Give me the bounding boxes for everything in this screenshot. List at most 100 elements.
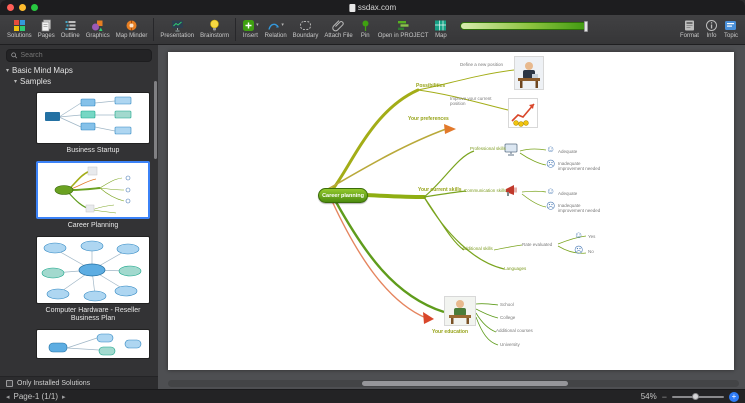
canvas-horizontal-scrollbar[interactable]: [168, 380, 739, 387]
mindmap-node-possibilities[interactable]: Possibilities: [416, 83, 446, 89]
mindmap-node-adequate-communication[interactable]: Adequate: [558, 191, 578, 196]
toolbar-separator: [235, 18, 237, 41]
thumbnail-computer-hardware[interactable]: Computer Hardware - Reseller Business Pl…: [36, 235, 150, 325]
search-input[interactable]: [20, 52, 147, 59]
toolbar-map-minder[interactable]: Map Minder: [113, 17, 151, 40]
mindmap-node-college[interactable]: College: [500, 315, 516, 320]
toolbar-label: Solutions: [7, 33, 32, 39]
minimize-window-button[interactable]: [19, 4, 26, 11]
toolbar-map[interactable]: Map: [431, 17, 450, 40]
solutions-sidebar: ▾ Basic Mind Maps ▾ Samples: [0, 45, 158, 389]
mindmap-node-your-education[interactable]: Your education: [432, 329, 469, 335]
toolbar: Solutions Pages Outline Graphics Map Min…: [0, 15, 745, 45]
chevron-down-icon[interactable]: ▾: [256, 21, 259, 28]
thumbnail-preview: [48, 333, 142, 356]
tree-item-samples[interactable]: ▾ Samples: [0, 76, 158, 87]
slider-handle[interactable]: [584, 21, 589, 32]
main-area: ▾ Basic Mind Maps ▾ Samples: [0, 45, 745, 389]
toolbar-graphics[interactable]: Graphics: [83, 17, 113, 40]
mindmap-node-improve-current-position[interactable]: Improve your current position: [450, 96, 492, 107]
face-yes-icon[interactable]: ☺: [574, 230, 584, 240]
toolbar-info[interactable]: Info: [702, 17, 721, 40]
businessman-desk-image[interactable]: [514, 56, 544, 90]
map-minder-icon: [126, 20, 137, 30]
toolbar-relation[interactable]: ▾ Relation: [262, 17, 290, 40]
thumbnail-career-planning[interactable]: Career Planning: [36, 160, 150, 231]
only-installed-checkbox[interactable]: [6, 379, 13, 387]
toolbar-boundary[interactable]: Boundary: [290, 17, 322, 40]
close-window-button[interactable]: [7, 4, 14, 11]
info-icon: [705, 19, 717, 31]
mindmap-node-languages[interactable]: Languages: [504, 266, 527, 271]
search-field[interactable]: [6, 49, 152, 62]
student-desk-image[interactable]: [444, 296, 476, 326]
face-communication-adequate-icon[interactable]: ☺: [546, 186, 556, 196]
mindmap-node-yes[interactable]: Yes: [588, 234, 596, 239]
toolbar-brainstorm[interactable]: Brainstorm: [197, 17, 232, 40]
mindmap-node-inadequate-communication[interactable]: Inadequate improvement needed: [558, 203, 601, 214]
chevron-down-icon[interactable]: ▾: [281, 21, 284, 28]
face-communication-inadequate-icon[interactable]: ☹: [546, 201, 556, 211]
toolbar-outline[interactable]: Outline: [58, 17, 83, 40]
boundary-icon: [300, 20, 312, 30]
toolbar-insert[interactable]: ▾ Insert: [239, 17, 262, 40]
mindmap-node-adequate-professional[interactable]: Adequate: [558, 149, 578, 154]
toolbar-solutions[interactable]: Solutions: [4, 17, 35, 40]
face-no-icon[interactable]: ☹: [574, 245, 584, 255]
mindmap-page[interactable]: Career planning Possibilities Define a ne…: [168, 52, 734, 370]
toolbar-label: Pages: [37, 33, 55, 39]
mindmap-node-university[interactable]: University: [500, 342, 520, 347]
growth-chart-image[interactable]: [508, 98, 538, 128]
toolbar-attach-file[interactable]: Attach File: [321, 17, 355, 40]
toolbar-open-in-project[interactable]: Open in PROJECT: [375, 17, 432, 40]
status-bar: ◂ Page-1 (1/1) ▸ 54% − +: [0, 389, 745, 403]
disclosure-triangle-icon[interactable]: ▾: [6, 68, 10, 74]
mindmap-node-rate-evaluated[interactable]: Rate evaluated: [522, 242, 553, 247]
face-professional-adequate-icon[interactable]: ☺: [546, 144, 556, 154]
zoom-level: 54%: [640, 392, 657, 401]
zoom-controls: 54% − +: [640, 391, 739, 402]
toolbar-pin[interactable]: Pin: [356, 17, 375, 40]
zoom-out-button[interactable]: −: [661, 391, 667, 402]
computer-icon[interactable]: [504, 143, 520, 161]
previous-page-button[interactable]: ◂: [6, 393, 10, 401]
mindmap-node-additional-courses[interactable]: Additional courses: [496, 328, 533, 333]
gantt-bars-icon: [397, 20, 409, 30]
toolbar-label: Open in PROJECT: [377, 33, 429, 39]
zoom-slider[interactable]: [672, 392, 724, 400]
mindmap-node-define-new-position[interactable]: Define a new position: [460, 62, 504, 67]
toolbar-topic[interactable]: Topic: [721, 17, 741, 40]
toolbar-label: Boundary: [292, 33, 319, 39]
mindmap-node-professional-skills[interactable]: Professional skills: [470, 146, 506, 151]
mindmap-node-no[interactable]: No: [588, 249, 594, 254]
next-page-button[interactable]: ▸: [61, 393, 66, 401]
document-canvas[interactable]: Career planning Possibilities Define a ne…: [158, 45, 745, 389]
toolbar-format[interactable]: Format: [677, 17, 702, 40]
sidebar-scrollbar[interactable]: [154, 81, 157, 159]
zoom-in-button[interactable]: +: [729, 391, 739, 402]
presentation-timer-slider[interactable]: [460, 21, 589, 32]
disclosure-triangle-icon[interactable]: ▾: [14, 79, 18, 85]
mindmap-node-your-preferences[interactable]: Your preferences: [408, 116, 449, 122]
toolbar-label: Brainstorm: [200, 33, 230, 39]
page-indicator[interactable]: Page-1 (1/1): [13, 392, 58, 401]
toolbar-separator: [153, 18, 155, 41]
mindmap-node-communication-skills[interactable]: Communication skills: [464, 188, 507, 193]
thumbnail-business-startup[interactable]: Business Startup: [36, 92, 150, 156]
zoom-window-button[interactable]: [31, 4, 38, 11]
toolbar-presentation[interactable]: Presentation: [157, 17, 197, 40]
mindmap-node-additional-skills[interactable]: Additional skills: [462, 246, 493, 251]
tree-item-basic-mind-maps[interactable]: ▾ Basic Mind Maps: [0, 65, 158, 76]
mindmap-node-inadequate-professional[interactable]: Inadequate improvement needed: [558, 161, 601, 172]
zoom-slider-thumb[interactable]: [692, 392, 699, 400]
mindmap-central-topic[interactable]: Career planning: [318, 188, 368, 203]
thumbnail-partial[interactable]: [36, 329, 150, 359]
face-professional-inadequate-icon[interactable]: ☹: [546, 159, 556, 169]
toolbar-label: Map: [435, 33, 447, 39]
mindmap-node-your-current-skills[interactable]: Your current skills: [418, 187, 462, 193]
pages-icon: [41, 19, 51, 31]
mindmap-node-school[interactable]: School: [500, 302, 514, 307]
megaphone-icon[interactable]: [504, 184, 520, 202]
toolbar-pages[interactable]: Pages: [35, 17, 58, 40]
scrollbar-thumb[interactable]: [362, 381, 568, 386]
